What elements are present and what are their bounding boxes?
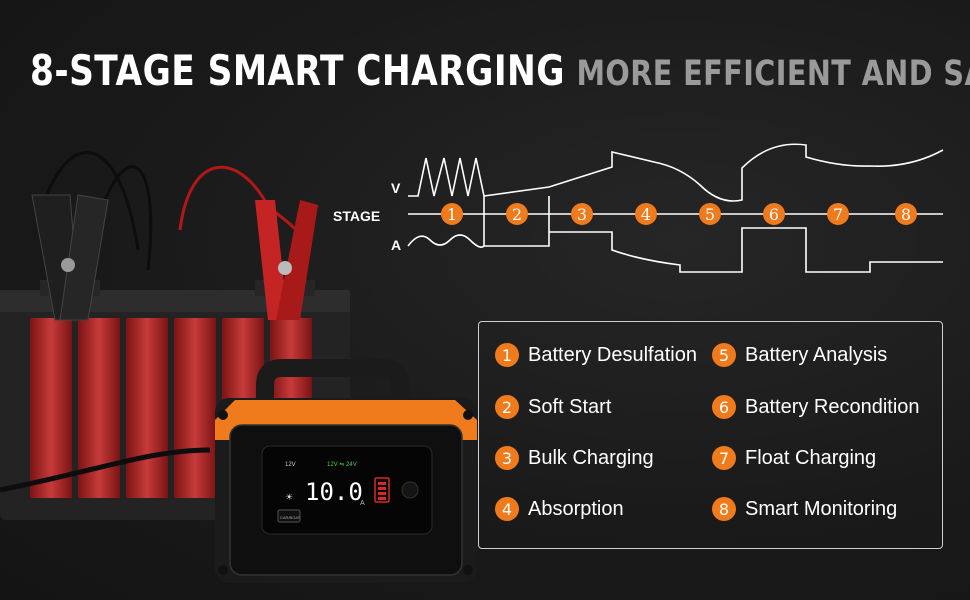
legend-item-3: 3 Bulk Charging [495, 446, 654, 470]
legend-number-1: 1 [495, 343, 519, 367]
car-boat-label: CAR/BOAT [280, 515, 301, 520]
legend-number-2: 2 [495, 395, 519, 419]
svg-text:6: 6 [769, 205, 779, 224]
legend-label-6: Battery Recondition [745, 395, 920, 418]
legend-label-5: Battery Analysis [745, 343, 888, 366]
charger-unit: A [360, 500, 365, 507]
legend-label-8: Smart Monitoring [745, 497, 898, 520]
charger-cable [0, 447, 211, 493]
legend-number-4: 4 [495, 497, 519, 521]
legend-item-2: 2 Soft Start [495, 395, 611, 419]
stage-marker-5: 5 [699, 203, 721, 225]
charger-display: 10.0 [305, 478, 363, 506]
legend-label-4: Absorption [528, 497, 624, 520]
soft-start-box [483, 196, 550, 247]
black-clamp [31, 194, 109, 321]
mode-button[interactable] [401, 481, 419, 499]
svg-text:5: 5 [705, 205, 715, 224]
svg-text:8: 8 [901, 205, 911, 224]
svg-text:4: 4 [641, 205, 651, 224]
stage-label: STAGE [333, 208, 380, 224]
stage-marker-3: 3 [571, 203, 593, 225]
legend-item-4: 4 Absorption [495, 497, 624, 521]
stage-legend: 1 Battery Desulfation 2 Soft Start 3 Bul… [478, 321, 943, 549]
legend-item-7: 7 Float Charging [712, 446, 876, 470]
stage-marker-8: 8 [895, 203, 917, 225]
legend-item-6: 6 Battery Recondition [712, 395, 920, 419]
headline: 8-STAGE SMART CHARGING MORE EFFICIENT AND… [30, 46, 970, 95]
battery-level-icon [374, 477, 390, 503]
red-clamp [255, 200, 318, 320]
v-axis-label: V [391, 180, 401, 196]
legend-number-5: 5 [712, 343, 736, 367]
charger-badge-12v: 12V [285, 462, 296, 468]
stage-marker-7: 7 [827, 203, 849, 225]
charger-badge-24v: 12V ⇋ 24V [327, 461, 357, 468]
svg-text:3: 3 [577, 205, 587, 224]
legend-number-3: 3 [495, 446, 519, 470]
legend-number-6: 6 [712, 395, 736, 419]
charger: 12V 12V ⇋ 24V 10.0 A ☀ CAR/BOAT [215, 359, 477, 583]
stage-marker-2: 2 [506, 203, 528, 225]
legend-item-8: 8 Smart Monitoring [712, 497, 897, 521]
a-axis-label: A [391, 237, 401, 253]
legend-item-1: 1 Battery Desulfation [495, 343, 697, 367]
legend-number-8: 8 [712, 497, 736, 521]
car-boat-button[interactable] [277, 509, 301, 523]
legend-label-1: Battery Desulfation [528, 343, 697, 366]
voltage-pulses [408, 157, 485, 197]
stage-markers: 1 2 3 4 5 6 7 8 [441, 203, 917, 225]
svg-text:7: 7 [833, 205, 843, 224]
sun-icon: ☀ [285, 493, 293, 503]
voltage-curve [483, 143, 944, 202]
current-curve [549, 227, 943, 273]
headline-sub: MORE EFFICIENT AND SAFER [576, 54, 970, 94]
legend-label-3: Bulk Charging [528, 446, 654, 469]
stage-marker-4: 4 [635, 203, 657, 225]
headline-main: 8-STAGE SMART CHARGING [30, 46, 565, 95]
stage-marker-1: 1 [441, 203, 463, 225]
legend-label-2: Soft Start [528, 395, 612, 418]
legend-number-7: 7 [712, 446, 736, 470]
legend-item-5: 5 Battery Analysis [712, 343, 887, 367]
stage-curves [407, 143, 944, 273]
svg-text:2: 2 [512, 205, 522, 224]
stage-diagram: V STAGE A 1 2 3 4 5 6 7 8 [333, 143, 944, 273]
legend-label-7: Float Charging [745, 446, 877, 469]
stage-marker-6: 6 [763, 203, 785, 225]
current-pulses [407, 234, 485, 248]
svg-text:1: 1 [447, 205, 457, 224]
